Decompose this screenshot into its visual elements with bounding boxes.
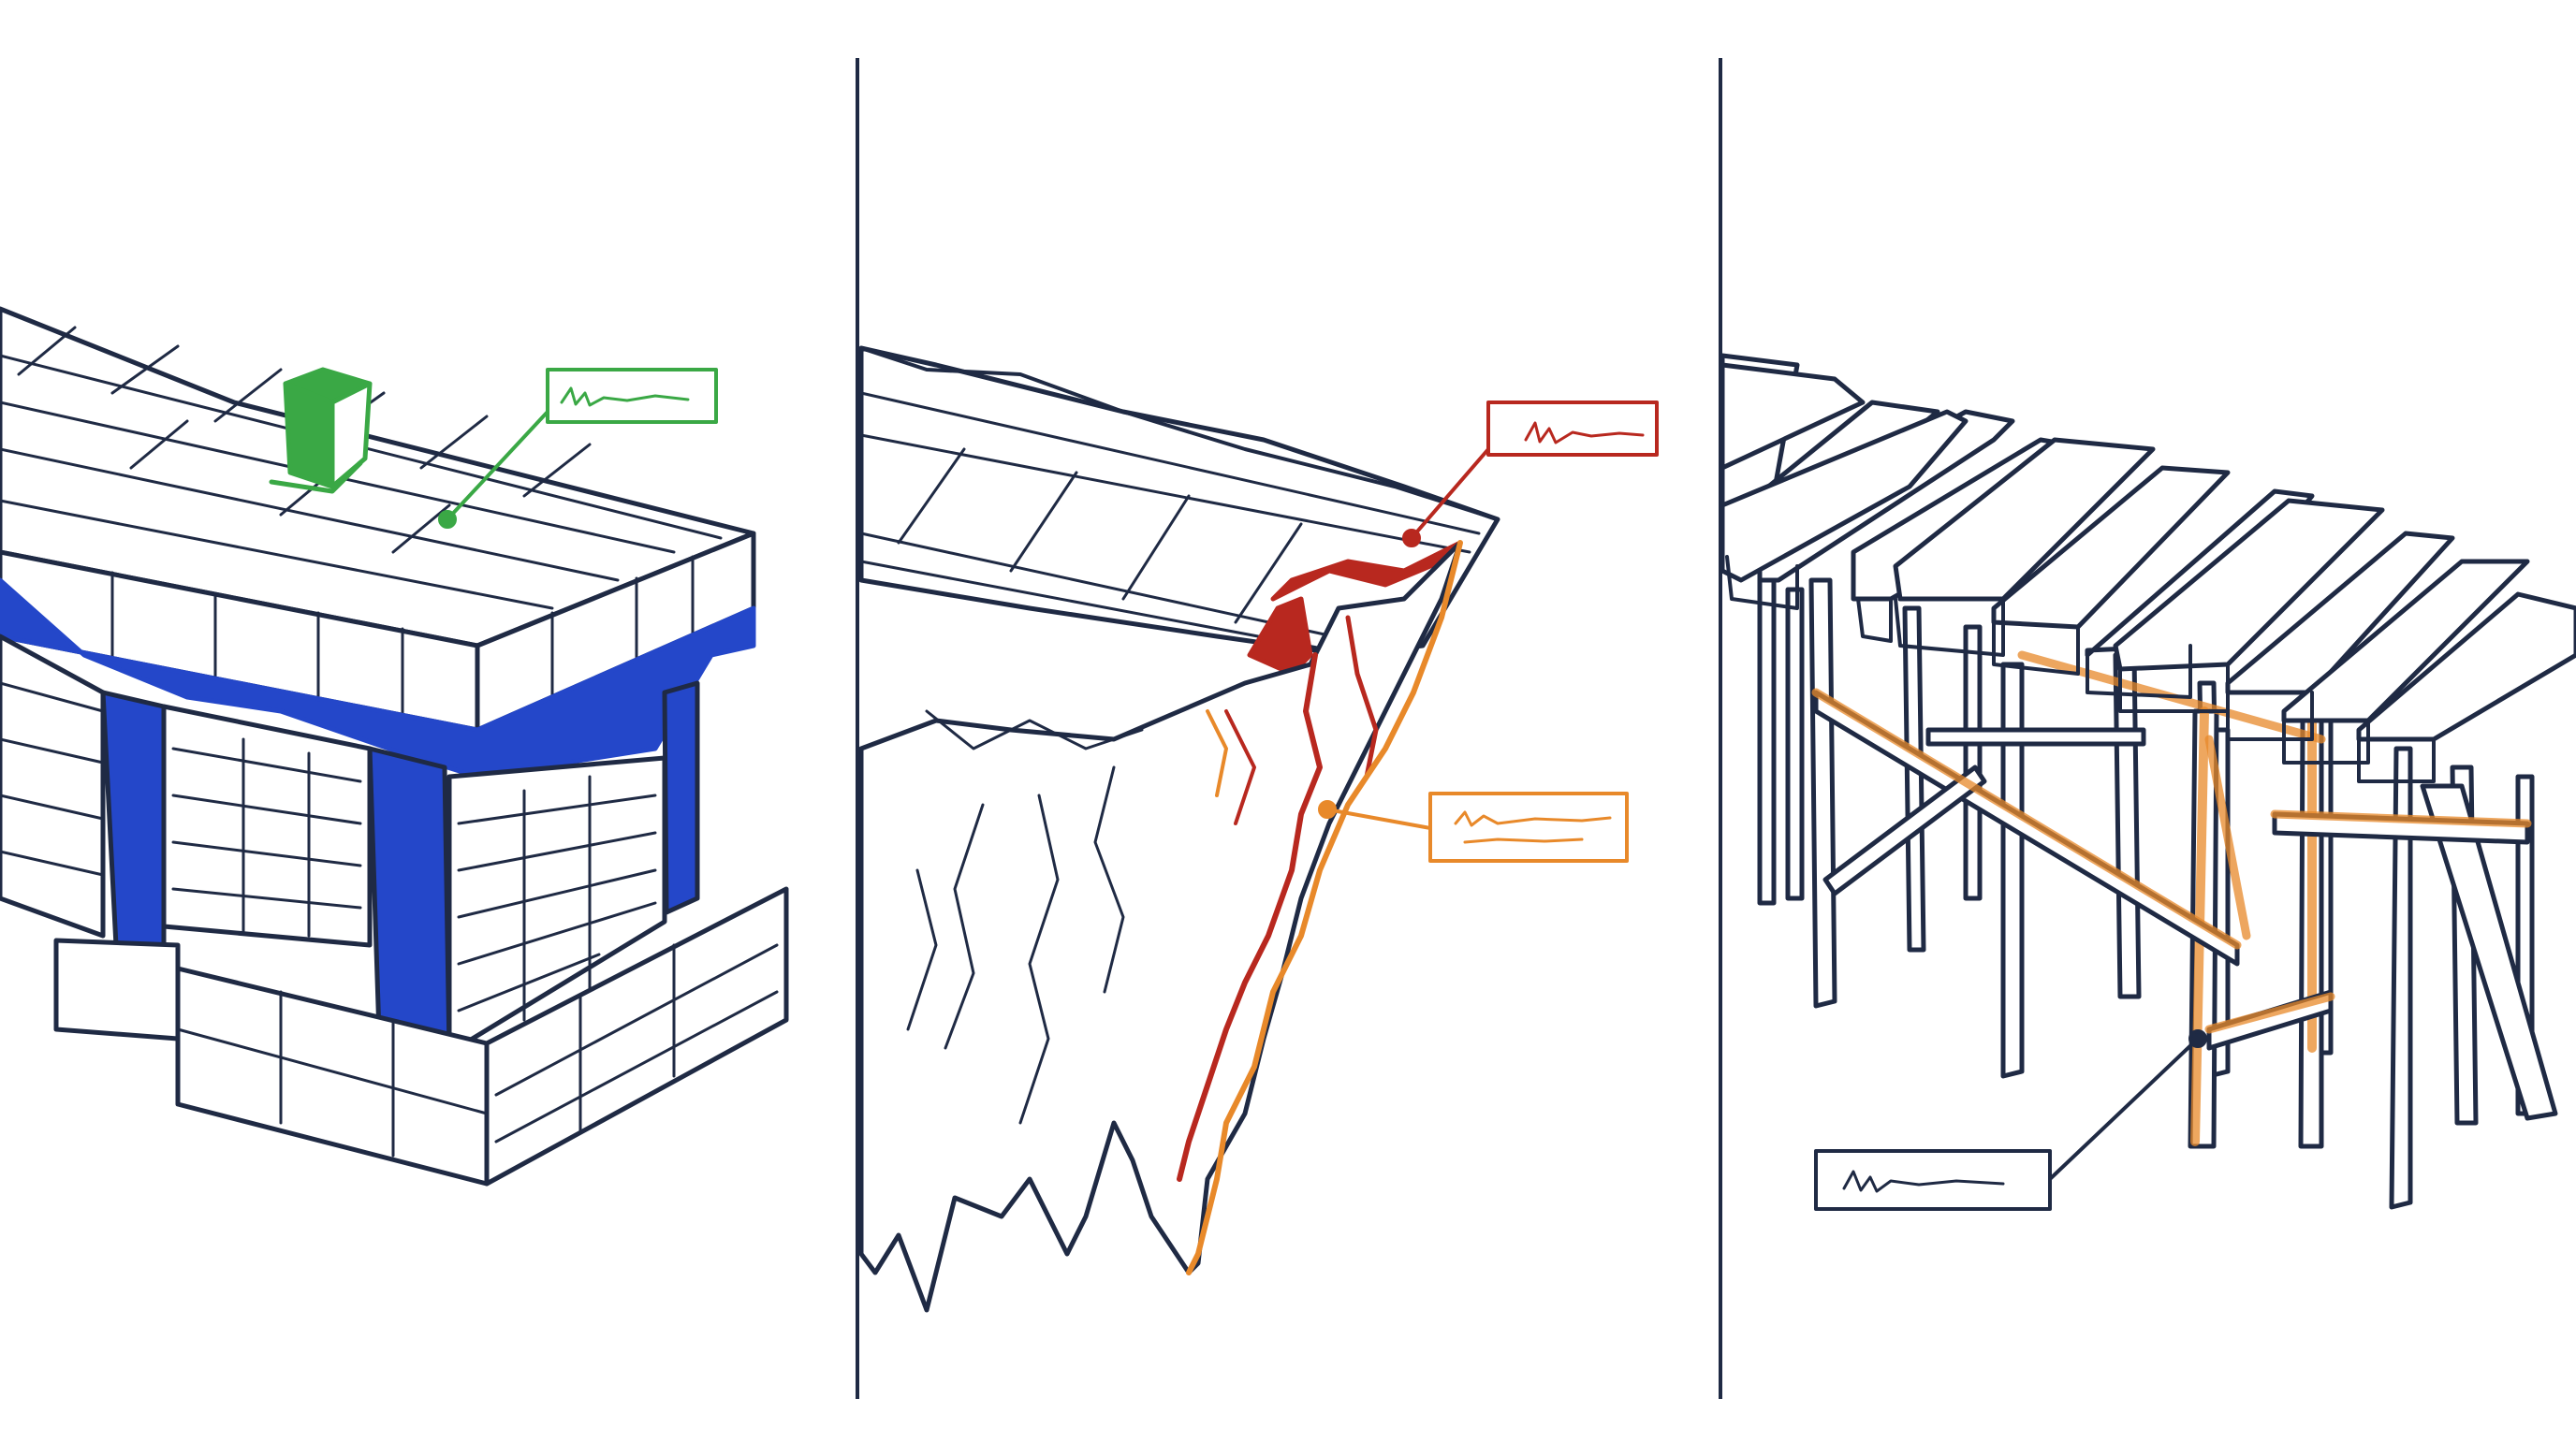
stone-wall-right bbox=[446, 755, 667, 1056]
crack-callout-box bbox=[1486, 401, 1659, 457]
stone-base-block-1 bbox=[53, 938, 181, 1041]
trestle-plank-edges bbox=[1725, 555, 2436, 783]
stone-callout-dot bbox=[438, 510, 457, 529]
stone-blue-band bbox=[0, 577, 480, 779]
stress-mark bbox=[1206, 709, 1228, 797]
scribble-label-icon bbox=[1524, 421, 1645, 444]
trestle-callout-dot bbox=[2188, 1029, 2207, 1048]
stress-callout-dot bbox=[1318, 800, 1337, 819]
trestle-callout-box bbox=[1814, 1149, 2052, 1211]
crack-line-main bbox=[1177, 652, 1323, 1182]
crack-callout bbox=[1402, 401, 1659, 547]
stone-cap-blocks bbox=[110, 555, 695, 715]
stone-base-side bbox=[484, 886, 789, 1187]
stone-callout bbox=[438, 368, 718, 529]
stone-wall-mid bbox=[161, 704, 373, 948]
stress-edge-line bbox=[1186, 540, 1463, 1275]
scribble-label-icon bbox=[560, 386, 690, 407]
stone-column-2 bbox=[367, 746, 452, 1056]
stress-callout bbox=[1318, 792, 1629, 863]
trestle-bridge-panel bbox=[1720, 353, 2576, 1211]
scribble-label-icon bbox=[1454, 810, 1612, 827]
stone-wall-left bbox=[0, 634, 106, 939]
trestle-callout-leader bbox=[2048, 1037, 2200, 1181]
stone-column-3 bbox=[662, 680, 700, 915]
scribble-label-icon bbox=[1463, 838, 1584, 844]
trestle-deck-planks bbox=[1720, 353, 2576, 742]
crack-callout-dot bbox=[1402, 529, 1421, 547]
scribble-label-icon bbox=[1842, 1170, 2005, 1193]
green-cube-icon bbox=[269, 367, 373, 494]
stress-callout-leader bbox=[1325, 808, 1432, 830]
crack-line-branch-2 bbox=[1224, 709, 1256, 825]
cliff-deck-rail bbox=[859, 346, 1500, 521]
crack-line-branch bbox=[1345, 615, 1379, 779]
stone-callout-box bbox=[546, 368, 718, 424]
cliff-rock-details bbox=[906, 709, 1144, 1125]
stone-bridge-panel bbox=[0, 306, 789, 1187]
crack-callout-leader bbox=[1410, 447, 1490, 540]
trestle-callout bbox=[1814, 1029, 2207, 1211]
stone-wall-bricks bbox=[0, 681, 657, 1022]
cliff-bridge-panel bbox=[858, 345, 1659, 1313]
cliff-deck-top bbox=[858, 345, 1500, 658]
stress-callout-box bbox=[1428, 792, 1629, 863]
stone-base-bricks bbox=[176, 943, 779, 1158]
stone-callout-leader bbox=[446, 410, 549, 521]
